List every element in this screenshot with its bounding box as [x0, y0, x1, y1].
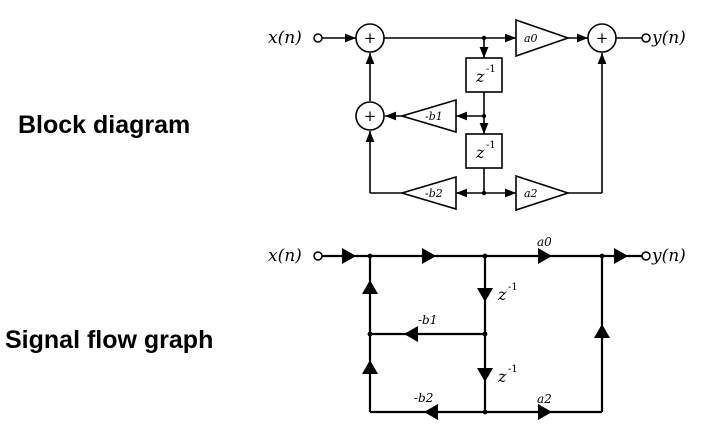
- adder-plus-symbol: +: [596, 29, 609, 47]
- block-diagram-label: Block diagram: [18, 111, 191, 139]
- bd-adder-input: +: [355, 23, 385, 53]
- delay-exponent: -1: [508, 282, 518, 293]
- sfg-a0-label: a0: [537, 235, 552, 249]
- bd-adder-output: +: [587, 23, 617, 53]
- gain-a2-label: a2: [524, 187, 538, 200]
- bd-gain-neg-b2: -b2: [399, 175, 457, 211]
- sfg-arrow-right: [538, 248, 552, 264]
- bd-gain-a2: a2: [515, 174, 571, 212]
- sfg-arrow-down: [477, 288, 493, 302]
- sfg-node: [482, 253, 488, 259]
- delay-base: z: [497, 285, 507, 304]
- sfg-delay-label-2: z -1: [497, 364, 518, 386]
- bd-branch-node: [481, 35, 487, 41]
- sfg-arrow-up: [594, 324, 610, 338]
- sfg-node: [482, 331, 488, 337]
- sfg-node: [599, 253, 605, 259]
- delay-base: z: [497, 367, 507, 386]
- sfg-input-terminal: [313, 251, 323, 261]
- delay-base: z: [475, 67, 485, 86]
- sfg-arrow-up: [362, 280, 378, 294]
- sfg-node: [367, 331, 373, 337]
- signal-flow-graph-label: Signal flow graph: [5, 326, 214, 354]
- sfg-neg-b1-label: -b1: [418, 313, 437, 327]
- bd-output-label: y(n): [651, 28, 686, 48]
- adder-plus-symbol: +: [364, 107, 377, 125]
- sfg-node: [482, 409, 488, 415]
- sfg-arrow-right: [342, 248, 356, 264]
- sfg-input-label: x(n): [268, 246, 302, 266]
- sfg-a2-label: a2: [537, 392, 552, 406]
- gain-neg-b1-label: -b1: [425, 110, 443, 123]
- gain-neg-b2-label: -b2: [425, 187, 443, 200]
- signal-flow-graph: x(n) y(n) a0 a2 -b1 -b2: [268, 235, 686, 420]
- delay-exponent: -1: [486, 140, 496, 151]
- sfg-output-terminal: [641, 251, 651, 261]
- bd-input-terminal: [313, 33, 323, 43]
- sfg-arrow-right: [422, 248, 436, 264]
- bd-branch-node: [481, 190, 487, 196]
- bd-gain-neg-b1: -b1: [399, 98, 457, 134]
- block-diagram: x(n) y(n) + +: [268, 18, 686, 212]
- gain-a0-label: a0: [524, 32, 538, 45]
- delay-exponent: -1: [508, 364, 518, 375]
- sfg-arrow-left: [424, 404, 438, 420]
- sfg-output-label: y(n): [651, 246, 686, 266]
- delay-exponent: -1: [486, 64, 496, 75]
- adder-plus-symbol: +: [364, 29, 377, 47]
- sfg-neg-b2-label: -b2: [414, 391, 433, 405]
- bd-adder-feedback: +: [355, 101, 385, 131]
- sfg-arrow-down: [477, 368, 493, 382]
- sfg-arrow-right: [614, 248, 628, 264]
- delay-base: z: [475, 143, 485, 162]
- bd-branch-node: [481, 113, 487, 119]
- bd-delay-block-2: z -1: [465, 133, 503, 169]
- sfg-arrow-right: [538, 404, 552, 420]
- bd-gain-a0: a0: [515, 18, 571, 58]
- bd-input-label: x(n): [268, 28, 302, 48]
- sfg-arrow-up: [362, 360, 378, 374]
- sfg-delay-label-1: z -1: [497, 282, 518, 304]
- sfg-arrow-left: [404, 326, 418, 342]
- bd-delay-block-1: z -1: [465, 57, 503, 93]
- sfg-node: [367, 253, 373, 259]
- bd-output-terminal: [641, 33, 651, 43]
